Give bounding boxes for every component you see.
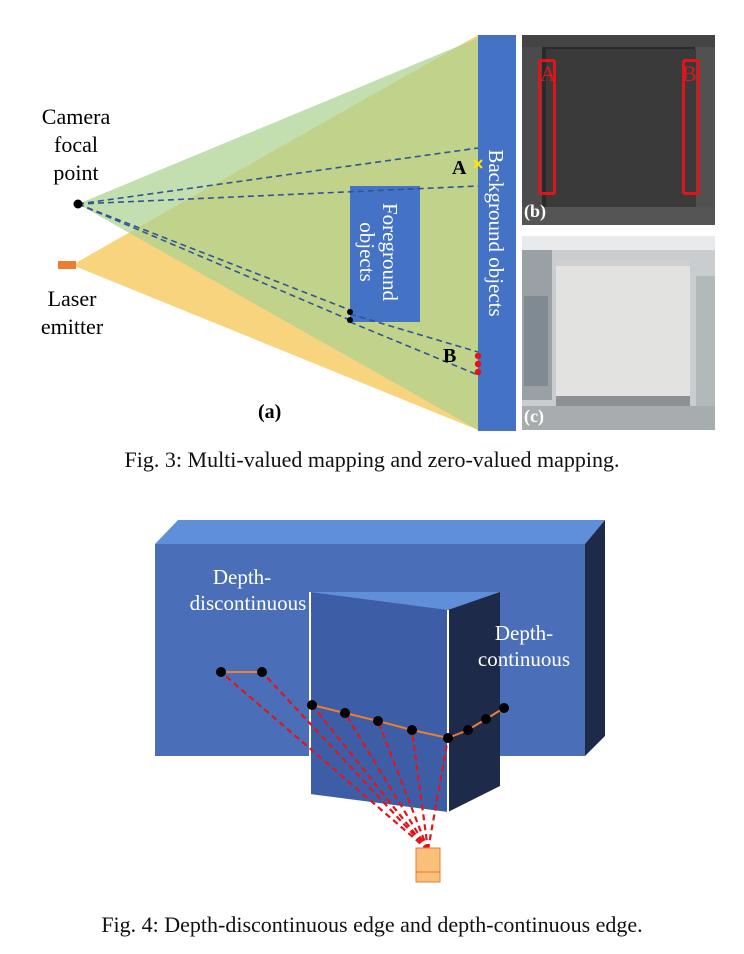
box-side-face [585, 520, 605, 756]
foreground-label-line2: objects [355, 222, 379, 281]
camera-label-line1: Camera [42, 104, 111, 129]
scan-points [216, 667, 509, 743]
photo-box-a [538, 59, 556, 195]
figure-3: Camera focal point Laser emitter A B (a)… [0, 0, 744, 440]
point-b-marker [474, 352, 482, 360]
fig4-diagram: Depth- discontinuous Depth- continuous [155, 520, 605, 883]
foreground-point [347, 309, 353, 315]
photo-box-b [682, 59, 700, 195]
panel-a-label: (a) [258, 401, 281, 423]
point-b-marker [474, 360, 482, 368]
dashed-rays [77, 147, 479, 376]
point-a-marker [473, 159, 483, 169]
background-label: Background objects [484, 149, 508, 316]
wedge-right-face [448, 592, 500, 812]
point-b-marker [474, 368, 482, 376]
wedge-left-face [310, 592, 448, 812]
figure-4: Depth- discontinuous Depth- continuous [0, 500, 744, 910]
camera-focal-point [73, 199, 83, 209]
photo-box-a-label: A [540, 61, 556, 86]
camera-label-line2: focal [54, 132, 98, 157]
panel-c-label: (c) [524, 406, 544, 426]
laser-label-line1: Laser [48, 286, 98, 311]
laser-rays [220, 671, 450, 851]
point-a-label: A [452, 157, 467, 179]
foreground-object [350, 186, 420, 322]
discontinuous-label-line1: Depth- [213, 565, 271, 589]
point-b-label: B [443, 345, 456, 367]
discontinuous-label-line2: discontinuous [190, 591, 307, 615]
fig3-diagram: Camera focal point Laser emitter A B (a)… [41, 35, 516, 431]
laser-emitter [58, 261, 76, 269]
continuous-label-line1: Depth- [495, 621, 553, 645]
laser-label-line2: emitter [41, 314, 104, 339]
foreground-label-line1: Foreground [378, 203, 402, 301]
depth-image: A B (b) [522, 35, 715, 225]
camera-fov [78, 38, 478, 430]
box-top-face [155, 520, 605, 544]
background-object [478, 35, 516, 431]
panel-b-label: (b) [524, 201, 546, 221]
laser-emitter-box [415, 847, 441, 883]
foreground-point [347, 317, 353, 323]
color-image: (c) [522, 236, 715, 430]
camera-label-line3: point [53, 160, 98, 185]
photo-box-b-label: B [682, 61, 697, 86]
wedge-top-face [310, 592, 500, 610]
continuous-label-line2: continuous [478, 647, 570, 671]
figure-4-caption: Fig. 4: Depth-discontinuous edge and dep… [101, 912, 643, 937]
figure-3-caption: Fig. 3: Multi-valued mapping and zero-va… [124, 447, 620, 472]
